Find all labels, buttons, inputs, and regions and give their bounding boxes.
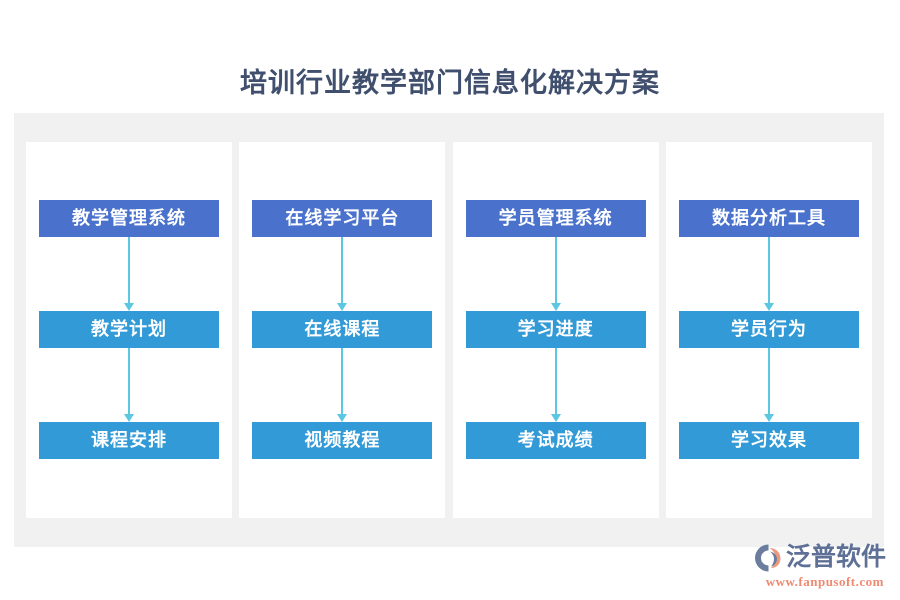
arrow-down-icon xyxy=(549,348,563,422)
arrow-stem xyxy=(341,237,344,305)
diagram-panel: 教学管理系统教学计划课程安排在线学习平台在线课程视频教程学员管理系统学习进度考试… xyxy=(14,113,884,547)
node-box[interactable]: 学员行为 xyxy=(678,311,859,348)
node-box[interactable]: 在线学习平台 xyxy=(252,200,433,237)
arrow-head xyxy=(124,303,134,311)
node-box[interactable]: 数据分析工具 xyxy=(678,200,859,237)
node-box[interactable]: 在线课程 xyxy=(252,311,433,348)
page-title: 培训行业教学部门信息化解决方案 xyxy=(240,68,660,98)
arrow-stem xyxy=(128,237,130,305)
node-box[interactable]: 教学计划 xyxy=(39,311,219,348)
arrow-stem xyxy=(554,237,557,305)
arrow-down-icon xyxy=(762,237,776,311)
arrow-down-icon xyxy=(335,348,349,422)
arrow-head xyxy=(763,303,774,311)
arrow-head xyxy=(763,414,774,422)
node-box[interactable]: 学习进度 xyxy=(465,311,646,348)
arrow-stem xyxy=(341,348,344,416)
brand-url: www.fanpusoft.com xyxy=(765,574,884,589)
node-box[interactable]: 考试成绩 xyxy=(465,422,646,459)
arrow-head xyxy=(337,414,348,422)
arrow-down-icon xyxy=(335,237,349,311)
column-card-online-learning: 在线学习平台在线课程视频教程 xyxy=(239,142,446,518)
node-box[interactable]: 课程安排 xyxy=(39,422,219,459)
arrow-head xyxy=(550,303,561,311)
node-box[interactable]: 学习效果 xyxy=(678,422,859,459)
node-box[interactable]: 教学管理系统 xyxy=(39,200,219,237)
column-card-student-management: 学员管理系统学习进度考试成绩 xyxy=(452,142,659,518)
arrow-stem xyxy=(767,237,770,305)
brand-row: 泛普软件 xyxy=(753,543,886,573)
column-card-teaching-management: 教学管理系统教学计划课程安排 xyxy=(26,142,232,518)
column-card-data-analysis: 数据分析工具学员行为学习效果 xyxy=(665,142,872,518)
brand-logo: 泛普软件 www.fanpusoft.com xyxy=(753,542,886,590)
brand-name: 泛普软件 xyxy=(785,544,886,571)
arrow-stem xyxy=(554,348,557,416)
arrow-head xyxy=(550,414,561,422)
arrow-down-icon xyxy=(122,348,136,422)
node-box[interactable]: 视频教程 xyxy=(252,422,433,459)
arrow-head xyxy=(124,414,134,422)
node-box[interactable]: 学员管理系统 xyxy=(465,200,646,237)
fanpu-swoosh-icon xyxy=(753,543,783,573)
arrow-head xyxy=(337,303,348,311)
arrow-down-icon xyxy=(762,348,776,422)
arrow-down-icon xyxy=(549,237,563,311)
arrow-stem xyxy=(767,348,770,416)
arrow-stem xyxy=(128,348,130,416)
arrow-down-icon xyxy=(122,237,136,311)
